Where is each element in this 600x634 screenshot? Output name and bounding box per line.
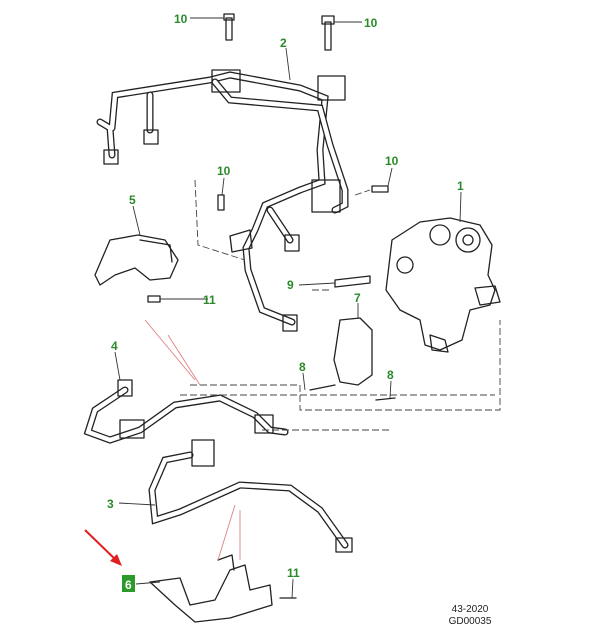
red-arrow-icon — [84, 529, 122, 566]
callout-11[interactable]: 11 — [203, 293, 216, 307]
callout-9[interactable]: 9 — [287, 278, 294, 292]
leader-lines — [114, 17, 462, 599]
bracket-7 — [333, 317, 373, 386]
pipe-clip-6 — [149, 554, 273, 623]
callout-8[interactable]: 8 — [387, 368, 394, 382]
callout-10[interactable]: 10 — [217, 164, 231, 178]
callout-10[interactable]: 10 — [174, 12, 188, 26]
reference-code: 43-2020 GD00035 — [440, 604, 500, 628]
reference-lines — [144, 319, 241, 561]
callout-8[interactable]: 8 — [299, 360, 306, 374]
callout-2[interactable]: 2 — [280, 36, 287, 50]
callout-4[interactable]: 4 — [111, 339, 118, 353]
callout-3[interactable]: 3 — [107, 497, 114, 511]
bracket-5 — [94, 234, 179, 286]
reference-line-1: 43-2020 — [451, 604, 489, 615]
bolts — [217, 13, 389, 211]
high-pressure-fuel-pump — [385, 217, 501, 353]
reference-line-2: GD00035 — [448, 616, 492, 627]
callout-6-highlight — [122, 575, 135, 592]
callout-10[interactable]: 10 — [385, 154, 399, 168]
callout-10[interactable]: 10 — [364, 16, 378, 30]
callout-11[interactable]: 11 — [287, 566, 300, 580]
callout-5[interactable]: 5 — [129, 193, 136, 207]
assembly-lines — [180, 179, 501, 431]
callout-6[interactable]: 6 — [125, 578, 132, 592]
callout-1[interactable]: 1 — [457, 179, 464, 193]
injection-pipes — [96, 69, 349, 332]
callout-7[interactable]: 7 — [354, 291, 361, 305]
fuel-hoses — [83, 379, 353, 553]
small-bolts — [147, 275, 396, 599]
